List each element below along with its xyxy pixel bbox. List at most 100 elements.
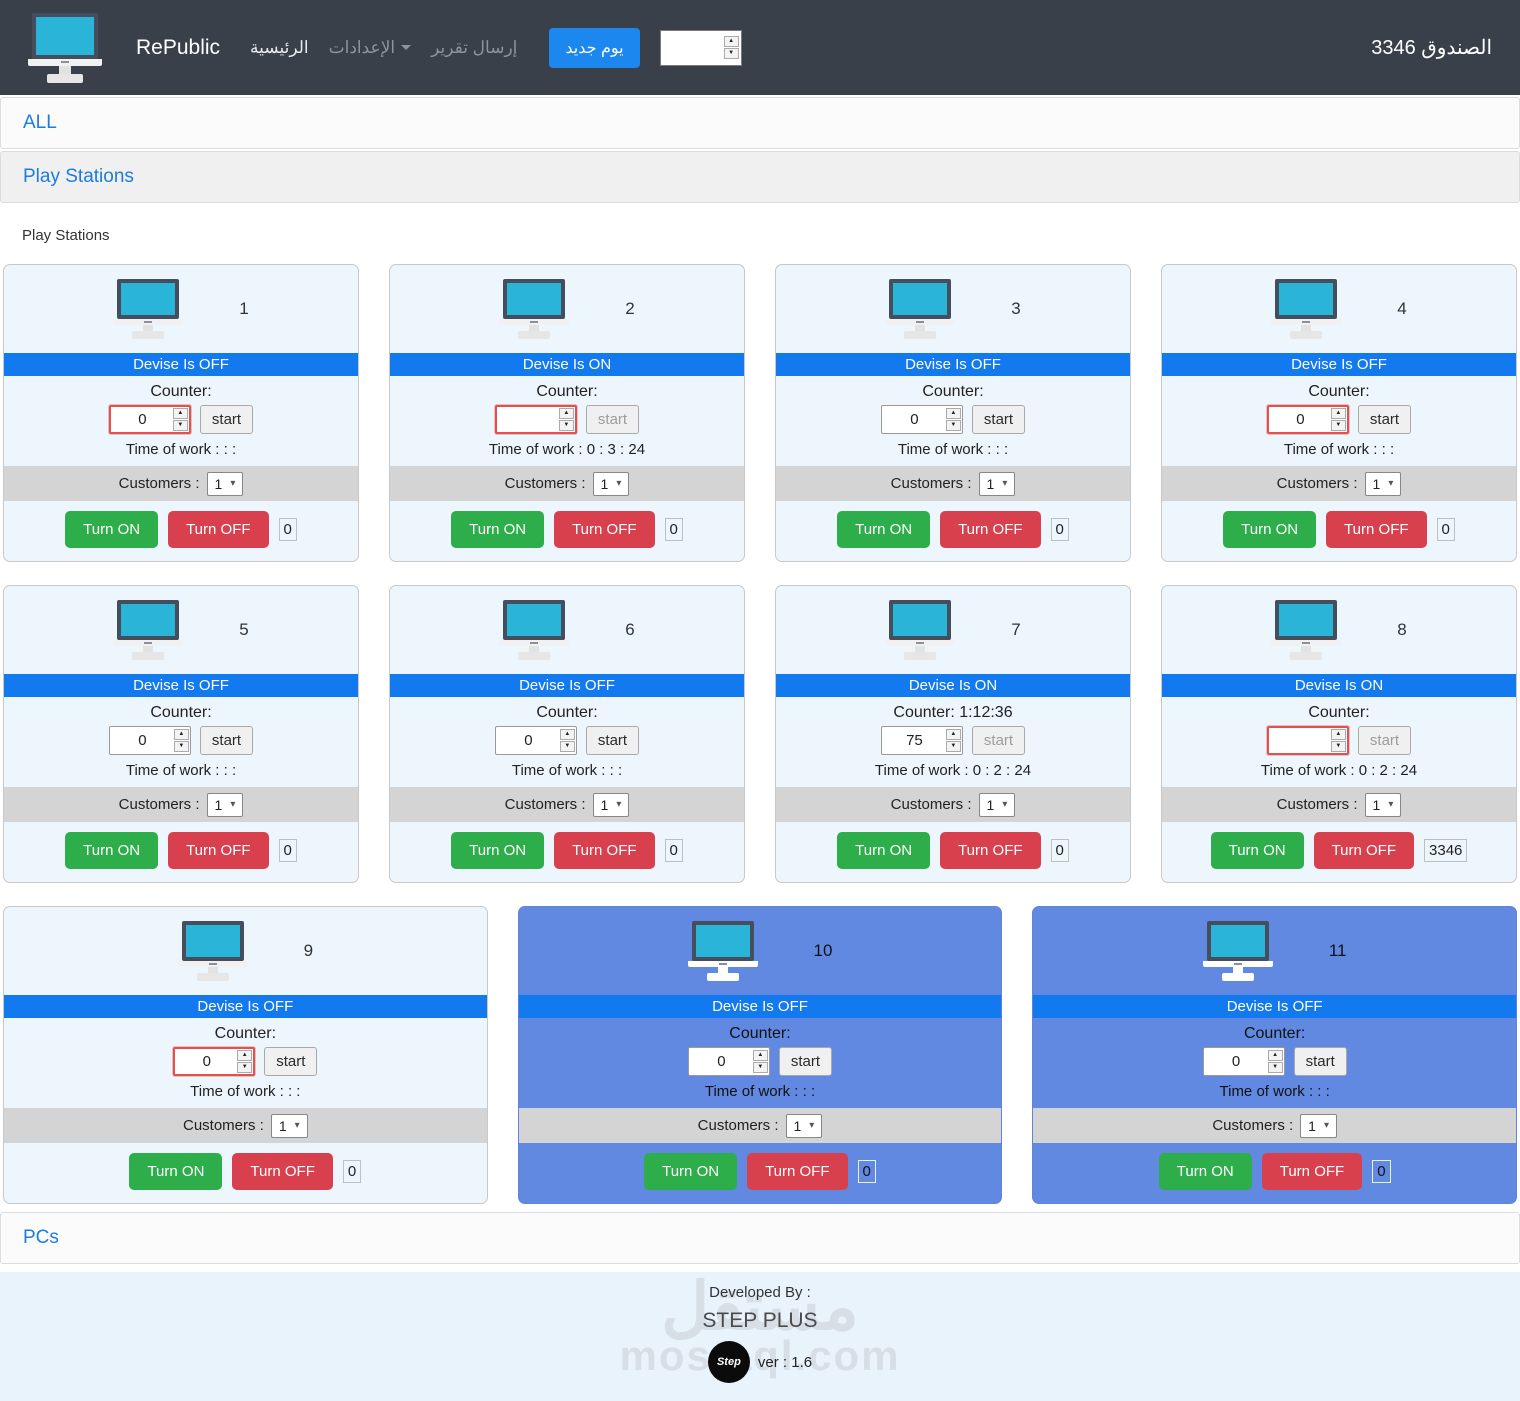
counter-spinner[interactable]: ▲▼ xyxy=(1330,729,1346,752)
turn-off-button[interactable]: Turn OFF xyxy=(554,511,655,548)
customers-select[interactable]: 1 ▾ xyxy=(1300,1113,1337,1138)
turn-on-button[interactable]: Turn ON xyxy=(1158,1153,1252,1190)
section-play-stations-link[interactable]: Play Stations xyxy=(23,166,134,187)
customers-select[interactable]: 1 ▾ xyxy=(592,792,630,817)
turn-on-button[interactable]: Turn ON xyxy=(451,832,545,869)
customers-select[interactable]: 1 ▾ xyxy=(206,471,244,496)
spin-down-icon[interactable]: ▼ xyxy=(173,741,189,752)
counter-input[interactable]: 0 ▲▼ xyxy=(108,405,191,434)
counter-input[interactable]: 75 ▲▼ xyxy=(880,726,963,755)
customers-select[interactable]: 1 ▾ xyxy=(1364,471,1402,496)
turn-off-button[interactable]: Turn OFF xyxy=(1326,511,1427,548)
turn-on-button[interactable]: Turn ON xyxy=(837,832,931,869)
turn-off-button[interactable]: Turn OFF xyxy=(232,1153,333,1190)
nav-item-home[interactable]: الرئيسية xyxy=(250,37,309,57)
counter-spinner[interactable]: ▲▼ xyxy=(173,729,189,752)
counter-spinner[interactable]: ▲▼ xyxy=(237,1050,253,1073)
number-spinner[interactable]: ▲▼ xyxy=(723,36,739,59)
customers-select[interactable]: 1 ▾ xyxy=(978,792,1016,817)
counter-input[interactable]: ▲▼ xyxy=(494,405,577,434)
spin-down-icon[interactable]: ▼ xyxy=(172,420,188,431)
spin-up-icon[interactable]: ▲ xyxy=(1330,408,1346,419)
counter-input[interactable]: 0 ▲▼ xyxy=(1266,405,1349,434)
start-button[interactable]: start xyxy=(1293,1047,1347,1076)
spin-down-icon[interactable]: ▼ xyxy=(723,48,739,59)
counter-input[interactable]: 0 ▲▼ xyxy=(880,405,963,434)
start-button[interactable]: start xyxy=(264,1047,318,1076)
turn-on-button[interactable]: Turn ON xyxy=(451,511,545,548)
turn-on-button[interactable]: Turn ON xyxy=(837,511,931,548)
spin-up-icon[interactable]: ▲ xyxy=(1267,1050,1283,1061)
start-button[interactable]: start xyxy=(778,1047,833,1076)
spin-down-icon[interactable]: ▼ xyxy=(1330,420,1346,431)
session-cost-badge: 0 xyxy=(857,1160,876,1183)
counter-spinner[interactable]: ▲▼ xyxy=(1267,1050,1283,1073)
counter-spinner[interactable]: ▲▼ xyxy=(172,408,188,431)
spin-up-icon[interactable]: ▲ xyxy=(172,408,188,419)
counter-input[interactable]: 0 ▲▼ xyxy=(173,1047,256,1076)
customers-select[interactable]: 1 ▾ xyxy=(785,1113,823,1138)
day-number-input[interactable]: ▲▼ xyxy=(659,29,742,66)
counter-input[interactable]: 0 ▲▼ xyxy=(108,726,191,755)
spin-up-icon[interactable]: ▲ xyxy=(752,1050,768,1061)
section-all-link[interactable]: ALL xyxy=(23,112,57,133)
spin-up-icon[interactable]: ▲ xyxy=(237,1050,253,1061)
counter-spinner[interactable]: ▲▼ xyxy=(1330,408,1346,431)
counter-input[interactable]: 0 ▲▼ xyxy=(1202,1047,1285,1076)
counter-input[interactable]: ▲▼ xyxy=(1266,726,1349,755)
spin-up-icon[interactable]: ▲ xyxy=(1330,729,1346,740)
turn-on-button[interactable]: Turn ON xyxy=(65,832,159,869)
turn-off-button[interactable]: Turn OFF xyxy=(747,1153,848,1190)
turn-off-button[interactable]: Turn OFF xyxy=(554,832,655,869)
turn-off-button[interactable]: Turn OFF xyxy=(168,511,269,548)
turn-off-button[interactable]: Turn OFF xyxy=(168,832,269,869)
customers-select[interactable]: 1 ▾ xyxy=(270,1113,308,1138)
start-button[interactable]: start xyxy=(585,405,640,434)
spin-down-icon[interactable]: ▼ xyxy=(237,1062,253,1073)
spin-down-icon[interactable]: ▼ xyxy=(1330,741,1346,752)
nav-item-settings[interactable]: الإعدادات xyxy=(329,38,412,58)
start-button[interactable]: start xyxy=(1357,726,1412,755)
turn-on-button[interactable]: Turn ON xyxy=(644,1153,738,1190)
turn-off-button[interactable]: Turn OFF xyxy=(940,511,1041,548)
spin-down-icon[interactable]: ▼ xyxy=(752,1062,768,1073)
spin-down-icon[interactable]: ▼ xyxy=(558,420,574,431)
customers-select[interactable]: 1 ▾ xyxy=(1364,792,1402,817)
spin-up-icon[interactable]: ▲ xyxy=(723,36,739,47)
start-button[interactable]: start xyxy=(199,405,254,434)
spin-up-icon[interactable]: ▲ xyxy=(558,408,574,419)
turn-on-button[interactable]: Turn ON xyxy=(1210,832,1304,869)
turn-on-button[interactable]: Turn ON xyxy=(1223,511,1317,548)
spin-up-icon[interactable]: ▲ xyxy=(559,729,575,740)
turn-off-button[interactable]: Turn OFF xyxy=(1313,832,1415,869)
spin-up-icon[interactable]: ▲ xyxy=(945,729,961,740)
turn-on-button[interactable]: Turn ON xyxy=(65,511,159,548)
counter-spinner[interactable]: ▲▼ xyxy=(945,408,961,431)
start-button[interactable]: start xyxy=(199,726,254,755)
spin-down-icon[interactable]: ▼ xyxy=(945,420,961,431)
spin-up-icon[interactable]: ▲ xyxy=(173,729,189,740)
turn-on-button[interactable]: Turn ON xyxy=(129,1153,223,1190)
counter-spinner[interactable]: ▲▼ xyxy=(558,408,574,431)
counter-input[interactable]: 0 ▲▼ xyxy=(494,726,577,755)
nav-item-send-report[interactable]: إرسال تقرير xyxy=(431,37,518,57)
start-button[interactable]: start xyxy=(971,405,1026,434)
new-day-button[interactable]: يوم جديد xyxy=(549,27,640,68)
counter-spinner[interactable]: ▲▼ xyxy=(752,1050,768,1073)
customers-select[interactable]: 1 ▾ xyxy=(592,471,630,496)
counter-spinner[interactable]: ▲▼ xyxy=(945,729,961,752)
spin-down-icon[interactable]: ▼ xyxy=(559,741,575,752)
customers-select[interactable]: 1 ▾ xyxy=(978,471,1016,496)
counter-input[interactable]: 0 ▲▼ xyxy=(687,1047,770,1076)
start-button[interactable]: start xyxy=(585,726,640,755)
turn-off-button[interactable]: Turn OFF xyxy=(940,832,1041,869)
customers-select[interactable]: 1 ▾ xyxy=(206,792,244,817)
start-button[interactable]: start xyxy=(1357,405,1412,434)
section-pcs-link[interactable]: PCs xyxy=(23,1227,59,1248)
counter-spinner[interactable]: ▲▼ xyxy=(559,729,575,752)
spin-down-icon[interactable]: ▼ xyxy=(1267,1062,1283,1073)
spin-down-icon[interactable]: ▼ xyxy=(945,741,961,752)
start-button[interactable]: start xyxy=(971,726,1026,755)
spin-up-icon[interactable]: ▲ xyxy=(945,408,961,419)
turn-off-button[interactable]: Turn OFF xyxy=(1261,1153,1363,1190)
